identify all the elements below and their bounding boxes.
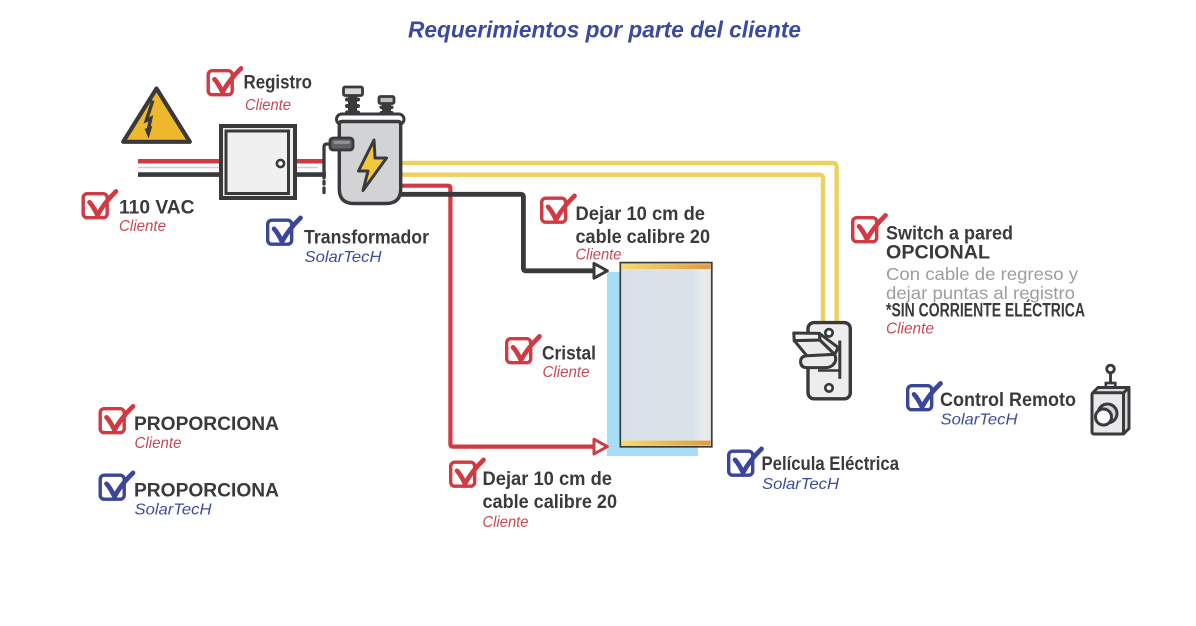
svg-text:Switch a pared: Switch a pared xyxy=(886,223,1013,245)
svg-text:cable calibre 20: cable calibre 20 xyxy=(483,491,618,513)
svg-text:Cliente: Cliente xyxy=(543,364,590,381)
svg-text:Cliente: Cliente xyxy=(576,247,622,264)
svg-text:PROPORCIONA: PROPORCIONA xyxy=(134,480,279,502)
svg-text:Registro: Registro xyxy=(244,72,313,94)
svg-text:cable calibre 20: cable calibre 20 xyxy=(576,226,711,248)
svg-text:SolarTecH: SolarTecH xyxy=(305,249,382,266)
svg-text:Película Eléctrica: Película Eléctrica xyxy=(762,453,900,475)
svg-text:Control Remoto: Control Remoto xyxy=(940,389,1076,411)
svg-text:Cristal: Cristal xyxy=(542,343,596,365)
svg-text:SolarTecH: SolarTecH xyxy=(762,476,839,493)
svg-text:*SIN CORRIENTE ELÉCTRICA: *SIN CORRIENTE ELÉCTRICA xyxy=(886,299,1085,322)
svg-text:Cliente: Cliente xyxy=(886,320,934,337)
svg-text:Cliente: Cliente xyxy=(245,97,291,114)
svg-text:SolarTecH: SolarTecH xyxy=(941,412,1018,429)
svg-text:Cliente: Cliente xyxy=(119,218,166,235)
svg-text:Transformador: Transformador xyxy=(304,227,429,249)
svg-text:Con cable de regreso y: Con cable de regreso y xyxy=(886,264,1078,284)
svg-text:SolarTecH: SolarTecH xyxy=(135,502,212,519)
svg-text:Dejar 10 cm de: Dejar 10 cm de xyxy=(483,468,613,490)
svg-text:Cliente: Cliente xyxy=(483,514,529,531)
svg-text:Dejar 10 cm de: Dejar 10 cm de xyxy=(576,203,706,225)
svg-text:PROPORCIONA: PROPORCIONA xyxy=(134,413,279,435)
svg-text:OPCIONAL: OPCIONAL xyxy=(886,241,990,263)
svg-text:Cliente: Cliente xyxy=(135,435,182,452)
svg-text:110 VAC: 110 VAC xyxy=(119,197,195,219)
svg-text:dejar puntas al registro: dejar puntas al registro xyxy=(886,283,1075,303)
svg-text:Requerimientos por parte del c: Requerimientos por parte del cliente xyxy=(408,17,801,43)
